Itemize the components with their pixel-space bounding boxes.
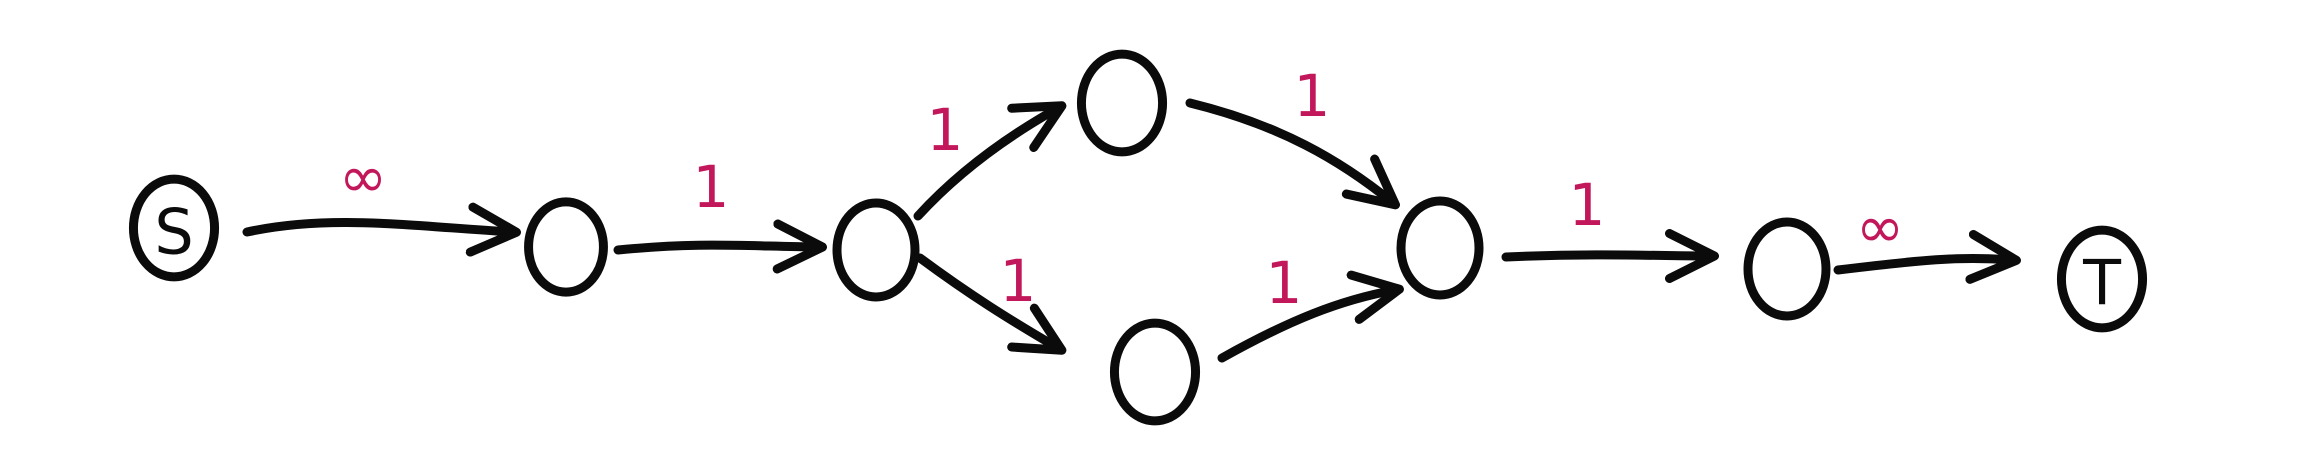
node-n6 [1743,217,1831,321]
node-s: S [128,174,220,282]
node-circle-n6 [1743,217,1831,321]
node-label-t: T [2082,247,2122,320]
capacity-label-n2-n3: 1 [927,96,964,164]
node-n5 [1396,196,1484,300]
node-circle-n2 [832,198,920,302]
node-circle-n1 [524,197,608,297]
node-t: T [2056,225,2148,333]
node-circle-n4 [1109,318,1201,426]
capacity-label-n3-n5: 1 [1294,62,1331,130]
nodes-layer: ST [128,49,2148,426]
node-n3 [1076,49,1168,157]
edge-n3-n5 [1185,98,1401,210]
edges-layer [242,98,2021,363]
capacity-label-n6-t: ∞ [1856,193,1904,261]
node-circle-s [128,174,220,282]
node-n4 [1109,318,1201,426]
node-circle-n5 [1396,196,1484,300]
node-n1 [524,197,608,297]
capacity-label-n4-n5: 1 [1266,249,1303,317]
edge-n1-n2 [613,219,827,274]
node-n2 [832,198,920,302]
edge-n2-n4 [915,253,1067,355]
capacity-labels-layer: ∞ 1 1 1 1 1 1 ∞ [339,62,1904,317]
capacity-label-s-n1: ∞ [339,143,387,211]
node-circle-n3 [1076,49,1168,157]
edge-n6-t [1833,229,2021,284]
capacity-label-n2-n4: 1 [1000,247,1037,315]
edge-n4-n5 [1217,270,1404,363]
edge-n5-n6 [1501,228,1719,283]
node-label-s: S [154,196,193,269]
capacity-label-n1-n2: 1 [693,153,730,221]
edge-s-n1 [242,202,521,257]
edge-n2-n3 [913,101,1067,221]
node-circle-t [2056,225,2148,333]
capacity-label-n5-n6: 1 [1569,171,1606,239]
